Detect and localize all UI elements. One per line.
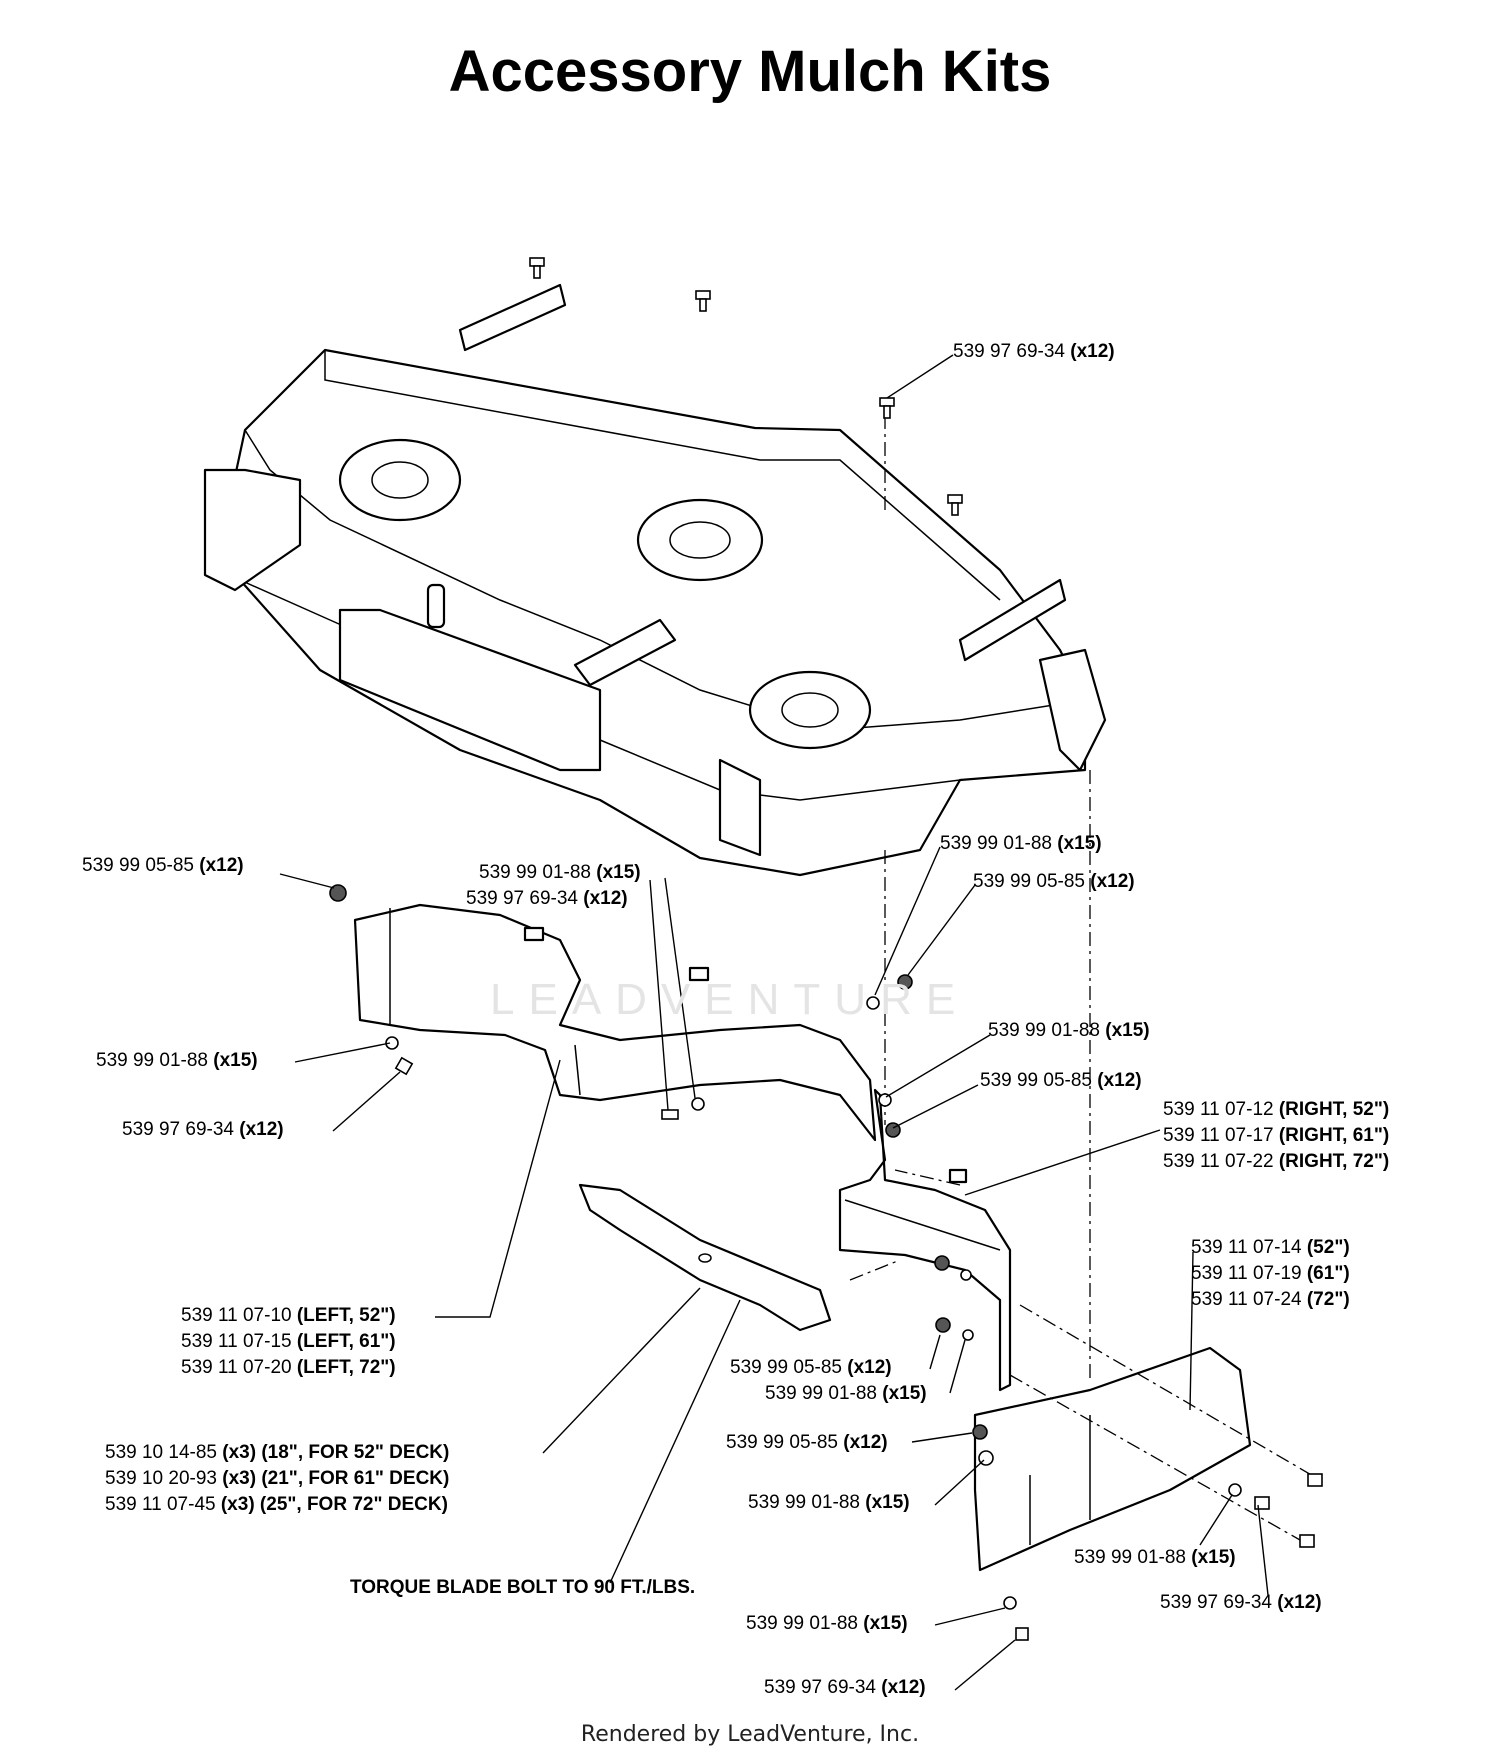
callout-washer: 539 99 01-88 (x15) [479, 862, 641, 883]
callout-nut: 539 99 05-85 (x12) [726, 1432, 888, 1453]
callout-bolt: 539 97 69-34 (x12) [953, 341, 1115, 362]
callout-washer: 539 99 01-88 (x15) [96, 1050, 258, 1071]
callout-bolt: 539 97 69-34 (x12) [764, 1677, 926, 1698]
right-mulch-shield [838, 1088, 1012, 1392]
callout-right-shield: 539 11 07-12 (RIGHT, 52") 539 11 07-17 (… [1163, 1099, 1390, 1172]
callout-left-shield: 539 11 07-10 (LEFT, 52") 539 11 07-15 (L… [181, 1305, 396, 1378]
footer-credit: Rendered by LeadVenture, Inc. [580, 1722, 920, 1747]
callout-blades: 539 10 14-85 (x3) (18", FOR 52" DECK) 53… [105, 1442, 450, 1515]
callout-bolt: 539 97 69-34 (x12) [1160, 1592, 1322, 1613]
mower-blade [578, 1183, 832, 1332]
callout-washer: 539 99 01-88 (x15) [1074, 1547, 1236, 1568]
leader-lines [279, 354, 1269, 1691]
callout-nut: 539 99 05-85 (x12) [973, 871, 1135, 892]
callout-nut: 539 99 05-85 (x12) [730, 1357, 892, 1378]
callout-bolt: 539 97 69-34 (x12) [122, 1119, 284, 1140]
callout-washer: 539 99 01-88 (x15) [988, 1020, 1150, 1041]
callout-nut: 539 99 05-85 (x12) [82, 855, 244, 876]
callout-washer: 539 99 01-88 (x15) [748, 1492, 910, 1513]
torque-note: TORQUE BLADE BOLT TO 90 FT./LBS. [350, 1577, 696, 1598]
mower-deck [203, 283, 1107, 877]
callout-discharge-cover: 539 11 07-14 (52") 539 11 07-19 (61") 53… [1191, 1237, 1350, 1310]
discharge-cover [973, 1346, 1252, 1572]
callout-washer: 539 99 01-88 (x15) [765, 1383, 927, 1404]
left-mulch-shield [353, 903, 877, 1142]
page-title: Accessory Mulch Kits [448, 39, 1052, 104]
watermark: LEADVENTURE [490, 975, 970, 1024]
assembly-lines [849, 415, 1321, 1541]
callout-washer: 539 99 01-88 (x15) [746, 1613, 908, 1634]
callout-washer: 539 99 01-88 (x15) [940, 833, 1102, 854]
callout-nut: 539 99 05-85 (x12) [980, 1070, 1142, 1091]
callout-bolt: 539 97 69-34 (x12) [466, 888, 628, 909]
